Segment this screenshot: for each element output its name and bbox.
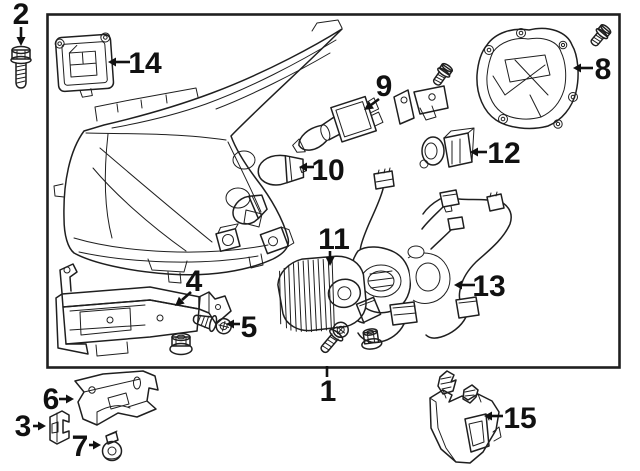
callout-12: 12 — [470, 137, 521, 170]
callout-13: 13 — [454, 270, 506, 303]
callout-14-label: 14 — [128, 47, 162, 80]
signal-bulb-drawing — [257, 154, 307, 186]
headlamp-assembly-drawing — [53, 19, 343, 284]
callout-2-label: 2 — [13, 0, 30, 31]
wiring-harness-drawing — [348, 167, 512, 344]
callout-5-label: 5 — [241, 311, 258, 344]
callout-2: 2 — [13, 0, 30, 46]
small-bulb-drawing — [232, 194, 268, 225]
side-bracket-drawing — [429, 370, 502, 464]
callout-4-label: 4 — [186, 265, 203, 298]
assembly-bolt-icon — [320, 321, 349, 354]
diagram-border — [46, 13, 621, 369]
callout-4: 4 — [175, 265, 203, 306]
hex-bolt-drawing — [10, 45, 32, 89]
callout-9-label: 9 — [376, 70, 393, 103]
callout-1: 1 — [320, 366, 337, 408]
ballast-drawing — [277, 255, 382, 333]
bracket-nut-icon — [169, 332, 193, 356]
callout-14: 14 — [108, 47, 162, 80]
bulb-socket-drawing — [419, 127, 475, 169]
assembly-nut-icon — [361, 328, 383, 350]
hid-bulb-drawing — [292, 95, 384, 153]
rear-housing-drawing — [476, 27, 579, 130]
push-pin-drawing — [101, 430, 123, 462]
callout-12-label: 12 — [487, 137, 520, 170]
lower-bracket-drawing — [55, 263, 232, 357]
callout-6-label: 6 — [43, 383, 60, 416]
callout-3-label: 3 — [15, 410, 32, 443]
bulb-holder-icon — [259, 226, 295, 255]
mounting-bracket-drawing — [393, 85, 449, 125]
callout-15-label: 15 — [503, 402, 536, 435]
callout-6: 6 — [43, 383, 74, 416]
callout-1-label: 1 — [320, 375, 337, 408]
callout-10: 10 — [299, 154, 345, 187]
bulb-holder-icon — [215, 223, 241, 253]
callout-7: 7 — [72, 430, 101, 463]
callout-7-label: 7 — [72, 430, 89, 463]
callout-13-label: 13 — [472, 270, 505, 303]
callout-11: 11 — [318, 223, 350, 266]
small-screw-icon — [432, 62, 454, 86]
callout-11-label: 11 — [318, 223, 350, 256]
retainer-clip-drawing — [49, 410, 70, 445]
callout-15: 15 — [484, 402, 537, 435]
callout-3: 3 — [15, 410, 46, 443]
callout-9: 9 — [364, 70, 392, 110]
callout-5: 5 — [226, 311, 257, 344]
control-module-drawing — [54, 32, 115, 98]
callout-8: 8 — [573, 53, 611, 86]
callout-10-label: 10 — [311, 154, 344, 187]
callout-8-label: 8 — [595, 53, 612, 86]
bracket-screw-drawing — [192, 314, 232, 335]
support-bracket-drawing — [74, 370, 159, 426]
small-screw-icon — [590, 24, 612, 47]
